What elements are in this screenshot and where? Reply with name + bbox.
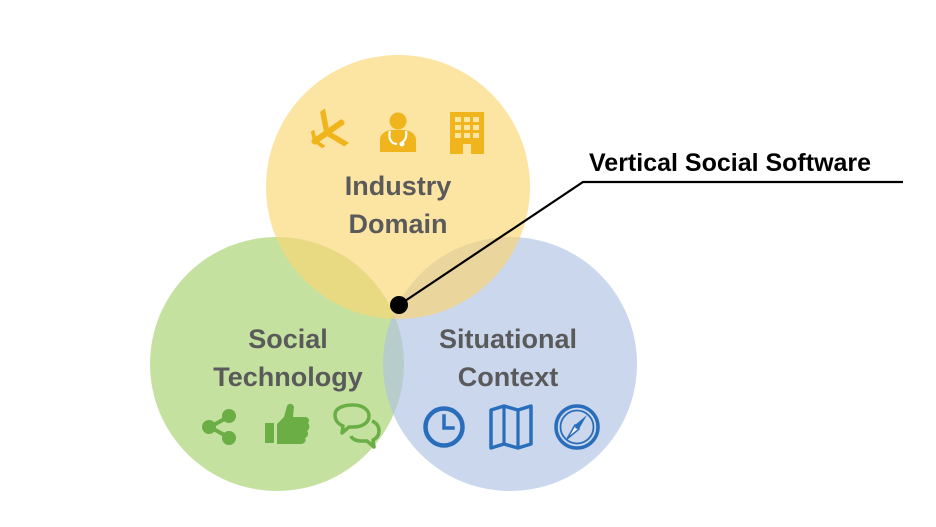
map-icon [489, 404, 533, 450]
situational-context-label-line1: Situational [438, 324, 577, 354]
industry-domain-icons [310, 108, 484, 154]
intersection-marker-dot [390, 296, 408, 314]
situational-context-label-line2: Context [457, 362, 559, 392]
social-technology-icons [202, 403, 381, 449]
industry-domain-label-line2: Domain [348, 209, 448, 239]
clock-icon [423, 406, 465, 448]
social-technology-label-line1: Social [248, 324, 328, 354]
chat-bubbles-icon [333, 403, 381, 449]
situational-context-icons [423, 404, 600, 450]
industry-domain-label-line1: Industry [344, 171, 452, 201]
social-technology-label-line2: Technology [213, 362, 363, 392]
office-building-icon [450, 112, 484, 154]
thumbs-up-icon [265, 403, 310, 444]
industry-domain-label: Industry Domain [298, 167, 498, 243]
share-icon [202, 409, 236, 445]
compass-icon [554, 404, 600, 450]
callout-pointer [390, 180, 903, 314]
social-technology-label: Social Technology [184, 320, 392, 396]
callout-line [398, 180, 903, 306]
airplane-icon [310, 108, 350, 149]
situational-context-label: Situational Context [408, 320, 608, 396]
callout-title: Vertical Social Software [589, 149, 872, 177]
doctor-icon [380, 112, 416, 152]
